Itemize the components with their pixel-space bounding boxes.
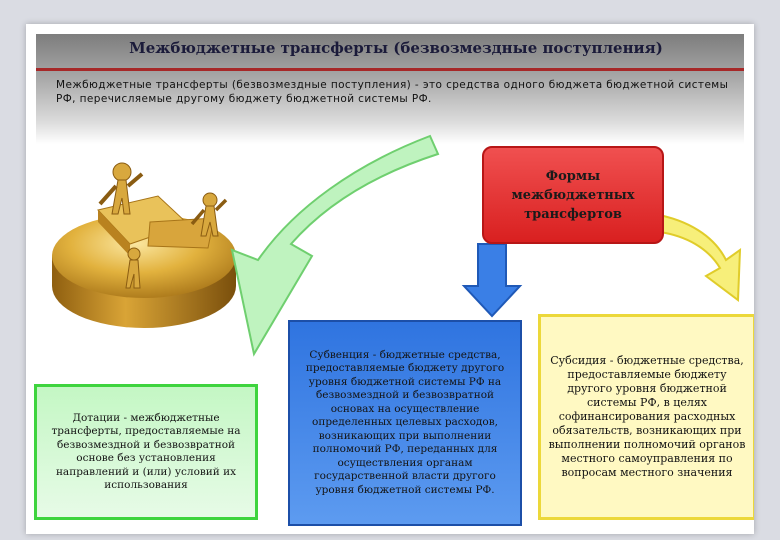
slide: Межбюджетные трансферты (безвозмездные п… [26, 24, 754, 534]
header-background [36, 34, 744, 144]
arrows-layer [230, 134, 742, 357]
dotacii-text: Дотации - межбюджетные трансферты, предо… [51, 411, 241, 492]
subvencia-text: Субвенция - бюджетные средства, предоста… [305, 348, 505, 496]
forms-of-transfers-box: Формы межбюджетных трансфертов [482, 146, 664, 244]
dotacii-box: Дотации - межбюджетные трансферты, предо… [34, 384, 258, 520]
yellow-curved-arrow-icon [652, 212, 742, 302]
definition-text: Межбюджетные трансферты (безвозмездные п… [56, 79, 729, 105]
gold-pie-image-panel [38, 144, 262, 332]
page-title: Межбюджетные трансферты (безвозмездные п… [129, 39, 663, 57]
forms-of-transfers-label: Формы межбюджетных трансфертов [511, 168, 635, 222]
blue-down-arrow-icon [461, 243, 523, 318]
title-divider [36, 68, 744, 71]
subsidia-text: Субсидия - бюджетные средства, предостав… [548, 354, 746, 479]
green-curved-arrow-icon [230, 134, 440, 357]
subvencia-box: Субвенция - бюджетные средства, предоста… [288, 320, 522, 526]
subsidia-box: Субсидия - бюджетные средства, предостав… [538, 314, 754, 520]
gold-pie-chart-image [52, 162, 236, 328]
